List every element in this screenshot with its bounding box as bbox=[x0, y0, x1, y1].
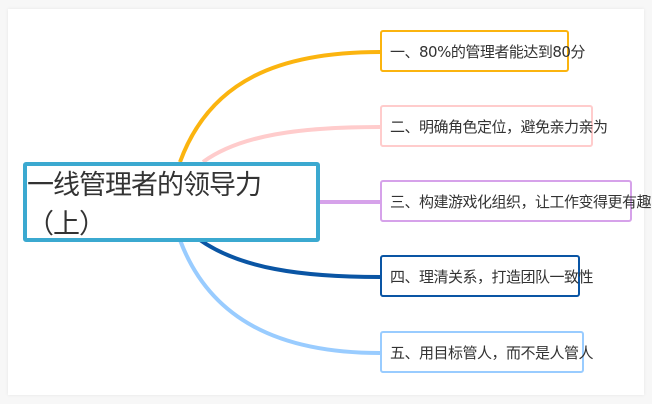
branch-topic-4[interactable]: 四、理清关系，打造团队一致性 bbox=[380, 255, 594, 297]
branch-topic-1[interactable]: 一、80%的管理者能达到80分 bbox=[380, 30, 585, 72]
connector-1 bbox=[178, 50, 381, 163]
branch-topic-5[interactable]: 五、用目标管人，而不是人管人 bbox=[380, 331, 594, 373]
branch-topic-3[interactable]: 三、构建游戏化组织，让工作变得更有趣 bbox=[380, 180, 652, 222]
root-topic[interactable]: 一线管理者的领导力（上） bbox=[23, 162, 320, 242]
branch-topic-2[interactable]: 二、明确角色定位，避免亲力亲为 bbox=[380, 105, 608, 147]
connector-4 bbox=[198, 238, 381, 279]
connector-2 bbox=[201, 125, 381, 164]
connector-5 bbox=[178, 239, 381, 355]
